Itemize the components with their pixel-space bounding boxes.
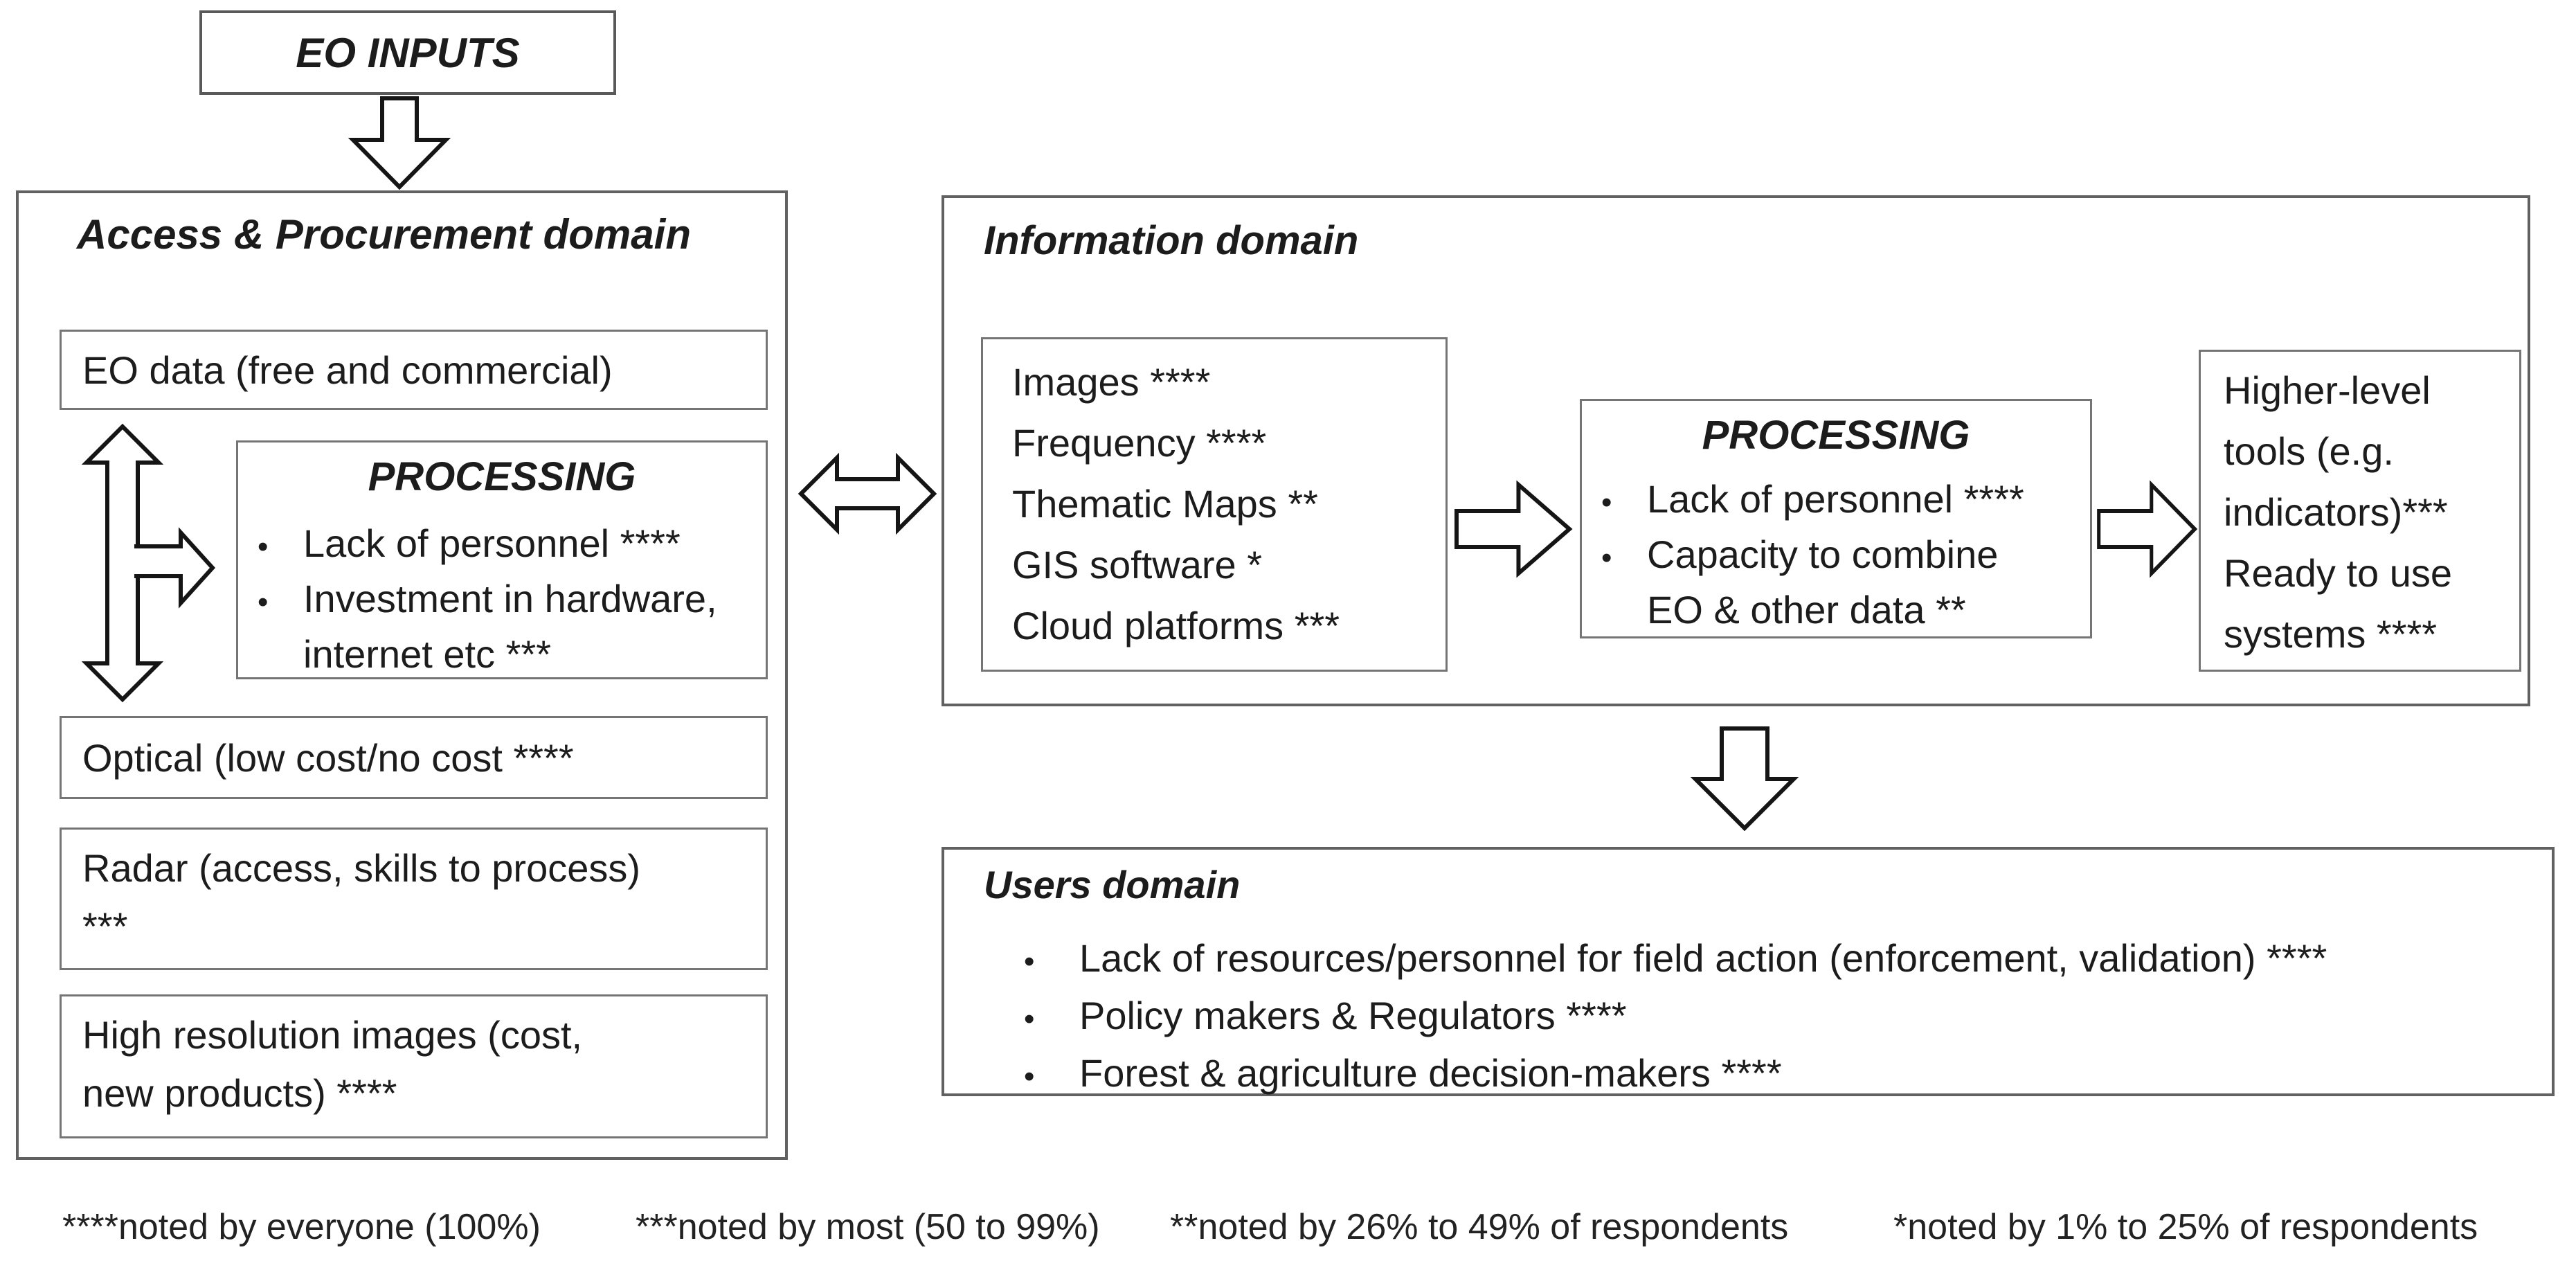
information-domain-title: Information domain	[984, 218, 1359, 263]
radar-line-1: Radar (access, skills to process)	[82, 846, 641, 890]
list-item: • Policy makers & Regulators ****	[1024, 989, 2327, 1046]
list-item: • Lack of resources/personnel for field …	[1024, 931, 2327, 989]
higher-level-tools-box: Higher-level tools (e.g. indicators)*** …	[2199, 350, 2521, 672]
list-item: Images ****	[1012, 360, 1211, 404]
optical-box: Optical (low cost/no cost ****	[60, 716, 768, 799]
list-item: GIS software *	[1012, 543, 1263, 587]
bullet-icon: •	[1024, 1002, 1035, 1036]
bullet-icon: •	[1601, 485, 1612, 519]
legend-item-3-stars: ***noted by most (50 to 99%)	[636, 1207, 1100, 1247]
high-resolution-line-1: High resolution images (cost,	[82, 1013, 583, 1057]
list-item: Thematic Maps **	[1012, 482, 1318, 526]
radar-box: Radar (access, skills to process) ***	[60, 828, 768, 970]
eo-data-box: EO data (free and commercial)	[60, 330, 768, 410]
high-resolution-box: High resolution images (cost, new produc…	[60, 994, 768, 1138]
information-processing-title: PROCESSING	[1702, 413, 1970, 458]
information-outputs-box: Images **** Frequency **** Thematic Maps…	[981, 337, 1448, 672]
eo-inputs-label: EO INPUTS	[296, 29, 520, 76]
users-domain-title: Users domain	[984, 863, 1241, 906]
information-processing-box: PROCESSING • Lack of personnel **** • Ca…	[1580, 399, 2092, 638]
bullet-icon: •	[1024, 945, 1035, 978]
list-item: Cloud platforms ***	[1012, 604, 1340, 647]
bullet-icon: •	[1601, 541, 1612, 575]
list-item: systems ****	[2224, 612, 2438, 656]
legend-item-2-stars: **noted by 26% to 49% of respondents	[1170, 1207, 1789, 1247]
bullet-icon: •	[1024, 1059, 1035, 1093]
down-arrow-icon	[348, 96, 451, 190]
list-item: • EO & other data **	[1647, 588, 1966, 632]
bullet-icon: •	[258, 530, 269, 564]
access-processing-title: PROCESSING	[368, 454, 636, 499]
list-item: • internet etc ***	[303, 632, 551, 676]
legend-item-4-stars: ****noted by everyone (100%)	[62, 1207, 541, 1247]
legend-item-1-star: *noted by 1% to 25% of respondents	[1893, 1207, 2478, 1247]
eo-data-label: EO data (free and commercial)	[82, 348, 613, 392]
list-item: tools (e.g.	[2224, 429, 2394, 473]
right-arrow-icon	[2097, 480, 2198, 578]
users-domain-box: Users domain • Lack of resources/personn…	[942, 847, 2555, 1096]
optical-label: Optical (low cost/no cost ****	[82, 735, 574, 780]
list-item: • Lack of personnel ****	[1601, 473, 2024, 528]
access-processing-box: PROCESSING • Lack of personnel **** • In…	[236, 440, 768, 679]
access-procurement-domain-box: Access & Procurement domain EO data (fre…	[16, 190, 788, 1160]
left-right-arrow-icon	[798, 452, 937, 535]
list-item: • Investment in hardware,	[258, 573, 717, 628]
right-arrow-icon	[1454, 480, 1573, 578]
information-domain-box: Information domain Images **** Frequency…	[942, 195, 2530, 706]
access-procurement-domain-title: Access & Procurement domain	[77, 211, 691, 258]
eo-inputs-box: EO INPUTS	[199, 10, 616, 95]
list-item: • Forest & agriculture decision-makers *…	[1024, 1046, 2327, 1104]
list-item: Ready to use	[2224, 551, 2452, 595]
down-arrow-icon	[1690, 726, 1799, 832]
list-item: Higher-level	[2224, 368, 2431, 412]
high-resolution-line-2: new products) ****	[82, 1071, 397, 1115]
bullet-icon: •	[258, 585, 269, 619]
up-down-branch-arrow-icon	[81, 423, 216, 703]
list-item: indicators)***	[2224, 490, 2448, 534]
list-item: Frequency ****	[1012, 421, 1267, 465]
list-item: • Capacity to combine	[1601, 528, 2024, 584]
radar-line-2: ***	[82, 904, 128, 948]
list-item: • Lack of personnel ****	[258, 517, 717, 573]
